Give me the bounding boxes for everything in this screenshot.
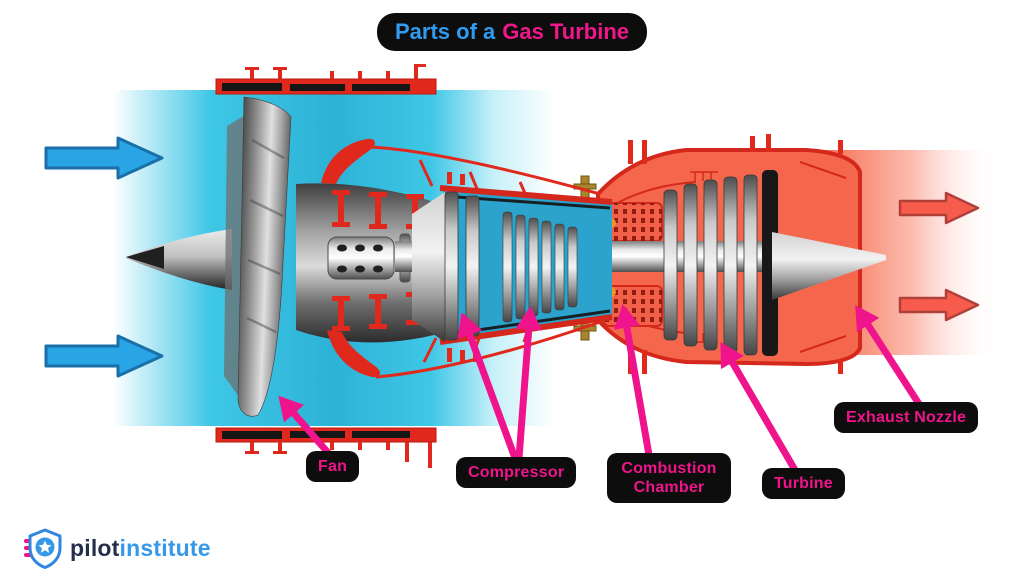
pilot-institute-logo: pilotinstitute [24, 527, 211, 569]
fan-illustration [224, 96, 292, 417]
logo-word-pilot: pilot [70, 534, 120, 561]
logo-word-institute: institute [119, 534, 211, 561]
intake-arrow-bottom-icon [44, 334, 164, 378]
label-pointers [278, 304, 923, 474]
accessory-cylinder [327, 236, 395, 280]
intake-arrow-top-icon [44, 136, 164, 180]
turbine-illustration [663, 170, 886, 356]
exhaust-cone [772, 232, 886, 300]
compressor-pointer-left-icon [457, 312, 519, 462]
logo-shield-icon [24, 528, 62, 569]
label-exhaust-nozzle: Exhaust Nozzle [834, 402, 979, 434]
fan-pointer-icon [278, 395, 334, 459]
turbine-pointer-icon [720, 341, 799, 474]
compressor-illustration [412, 172, 613, 362]
exhaust-arrow-bottom-icon [898, 288, 980, 322]
compressor-pointer-right-icon [515, 306, 542, 462]
combustion-pointer-icon [613, 304, 653, 459]
title-highlight: Gas Turbine [502, 19, 629, 44]
label-combustion-chamber: Combustion Chamber [607, 453, 731, 504]
title-prefix: Parts of a [395, 19, 496, 44]
label-fan: Fan [306, 451, 360, 483]
intake-arrows [44, 136, 164, 378]
spinner-cone [126, 229, 232, 290]
label-compressor: Compressor [456, 457, 577, 489]
logo-star-icon [38, 540, 52, 553]
exhaust-arrow-top-icon [898, 191, 980, 225]
exhaust-arrows [898, 191, 980, 322]
logo-wordmark: pilotinstitute [70, 535, 211, 562]
core-frame-red [321, 138, 424, 378]
exhaust-pointer-icon [855, 305, 923, 408]
fan-case [215, 64, 437, 468]
label-turbine: Turbine [762, 468, 845, 500]
